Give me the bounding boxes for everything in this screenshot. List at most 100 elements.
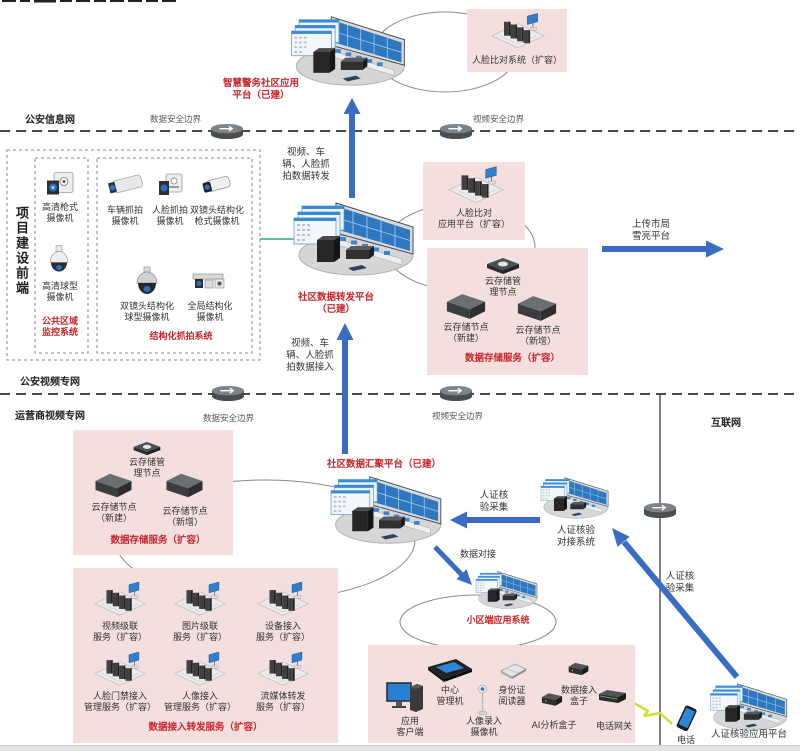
phone-label: 电话 bbox=[676, 736, 695, 746]
router-icon bbox=[643, 502, 677, 519]
storage-node-label: 云存储管 理节点 bbox=[119, 458, 175, 480]
public-monitoring-title: 公共区域 监控系统 bbox=[35, 317, 85, 339]
label-line: 身份证 bbox=[498, 686, 526, 696]
label-line: 上传市局 bbox=[631, 219, 670, 230]
service-label: 视频级联 服务（扩容） bbox=[78, 622, 162, 644]
label-line: 人证核验 bbox=[556, 525, 595, 536]
label-line: 服务（扩容） bbox=[255, 703, 310, 713]
arrow-shaft bbox=[602, 246, 708, 252]
label-line: （已建） bbox=[316, 304, 355, 315]
label-line: 云存储管 bbox=[128, 458, 165, 468]
label-line: 人证核 bbox=[479, 490, 509, 501]
label-line: 视频、车 bbox=[286, 147, 325, 158]
server-cluster-icon bbox=[255, 582, 311, 618]
aggregation-platform-label: 社区数据汇聚平台（已建） bbox=[326, 459, 441, 470]
arrow-head bbox=[343, 98, 361, 114]
storage-service-upper-title: 数据存储服务（扩容） bbox=[464, 353, 560, 364]
label-line: 理节点 bbox=[489, 288, 517, 298]
router-icon bbox=[209, 123, 245, 140]
dome-camera-icon bbox=[48, 244, 70, 277]
label-line: 应用平台（扩容） bbox=[437, 220, 510, 230]
boundary-label-upper-video: 视频安全边界 bbox=[473, 115, 525, 125]
label-line: 人脸比对 bbox=[455, 209, 492, 219]
label-line: 公共区域 bbox=[41, 317, 78, 327]
label-line: （新增） bbox=[166, 518, 203, 528]
arrow-head bbox=[450, 511, 467, 529]
forward-flow-arrow bbox=[343, 98, 361, 198]
server-cluster-icon bbox=[255, 652, 311, 688]
label-line: 高清球型 bbox=[41, 282, 78, 292]
label-line: 平台（已建） bbox=[232, 90, 290, 101]
label-line: （新建） bbox=[95, 514, 132, 524]
zone-label-police-info-net: 公安信息网 bbox=[25, 115, 75, 126]
storage-node-label: 云存储节点 （新增） bbox=[509, 326, 567, 348]
service-label: 图片级联 服务（扩容） bbox=[158, 622, 242, 644]
server-cluster-icon bbox=[92, 582, 148, 618]
storage-manager-icon bbox=[132, 440, 162, 457]
arrow-head bbox=[456, 569, 472, 585]
management-terminal-icon bbox=[426, 657, 474, 683]
label-line: （新建） bbox=[447, 334, 484, 344]
arrow-head bbox=[612, 528, 630, 547]
label-line: 云存储节点 bbox=[515, 326, 561, 336]
label-line: 中心 bbox=[440, 686, 459, 696]
boundary-label-upper-data: 数据安全边界 bbox=[150, 115, 202, 125]
service-label: 流媒体转发 服务（扩容） bbox=[241, 692, 325, 714]
camera-label: 双镜头结构化 枪式摄像机 bbox=[185, 206, 249, 228]
camera-label: 车辆抓拍 摄像机 bbox=[100, 206, 150, 228]
arrow-shaft bbox=[621, 540, 740, 679]
storage-node-label: 云存储节点 （新增） bbox=[156, 507, 214, 529]
label-line: 客户端 bbox=[396, 728, 424, 738]
label-line: 云存储管 bbox=[484, 277, 521, 287]
label-line: 全局结构化 bbox=[187, 302, 233, 312]
cut-off-title-fragment bbox=[2, 0, 176, 3]
arrow-head bbox=[706, 240, 724, 258]
label-line: 双镜头结构化 bbox=[119, 302, 174, 312]
community-app-label: 小区端应用系统 bbox=[466, 616, 530, 626]
label-line: 图片级联 bbox=[181, 622, 218, 632]
device-label: 身份证 阅读器 bbox=[490, 686, 534, 708]
label-line: 辆、人脸抓 bbox=[286, 350, 334, 361]
id-verify-app-label: 人证核验应用平台 bbox=[710, 729, 787, 740]
label-line: 云存储节点 bbox=[91, 503, 137, 513]
bottom-edge-bar bbox=[0, 745, 800, 751]
platform-icon bbox=[472, 570, 540, 610]
label-line: 管理服务（扩容） bbox=[83, 703, 156, 713]
storage-service-lower-title: 数据存储服务（扩容） bbox=[110, 535, 206, 546]
server-cluster-icon bbox=[172, 652, 228, 688]
label-line: 服务（扩容） bbox=[92, 633, 147, 643]
desktop-pc-icon bbox=[386, 681, 424, 713]
label-line: 枪式摄像机 bbox=[194, 217, 240, 227]
label-line: 监控系统 bbox=[41, 328, 78, 338]
router-icon bbox=[210, 385, 246, 402]
label-line: 人脸门禁接入 bbox=[92, 692, 147, 702]
device-label: 数据接入 盒子 bbox=[556, 686, 602, 708]
label-line: 设备接入 bbox=[264, 622, 301, 632]
face-compare-app-label: 人脸比对 应用平台（扩容） bbox=[423, 209, 525, 231]
server-cluster-icon bbox=[172, 582, 228, 618]
device-label: 应用 客户端 bbox=[388, 717, 432, 739]
zone-label-police-video-net: 公安视频专网 bbox=[20, 377, 80, 388]
platform-icon bbox=[290, 200, 415, 278]
label-line: 管理机 bbox=[436, 697, 464, 707]
boundary-label-lower-video: 视频安全边界 bbox=[432, 412, 484, 422]
label-line: 拍数据接入 bbox=[286, 362, 334, 373]
smart-police-platform-label: 智慧警务社区应用 平台（已建） bbox=[216, 78, 306, 102]
camera-label: 全局结构化 摄像机 bbox=[183, 302, 237, 324]
label-line: 摄像机 bbox=[196, 313, 224, 323]
mobile-phone-icon bbox=[673, 705, 699, 732]
label-line: 人像录入 bbox=[465, 717, 502, 727]
label-line: 云存储节点 bbox=[443, 323, 489, 333]
label-line: 服务（扩容） bbox=[172, 633, 227, 643]
dual-lens-bullet-camera-icon bbox=[200, 174, 232, 196]
label-line: 摄像机 bbox=[46, 293, 74, 303]
storage-node-label: 云存储节点 （新建） bbox=[85, 503, 143, 525]
access-flow-label: 视频、车 辆、人脸抓 拍数据接入 bbox=[280, 338, 340, 374]
label-line: 流媒体转发 bbox=[260, 692, 306, 702]
frontend-title: 项目建设前端 bbox=[13, 206, 28, 296]
camera-label: 高清球型 摄像机 bbox=[35, 282, 85, 304]
upload-flow-label: 上传市局 雪亮平台 bbox=[627, 219, 675, 243]
label-line: 对接系统 bbox=[556, 537, 595, 548]
label-line: （新增） bbox=[519, 337, 556, 347]
label-line: 双镜头结构化 bbox=[189, 206, 244, 216]
